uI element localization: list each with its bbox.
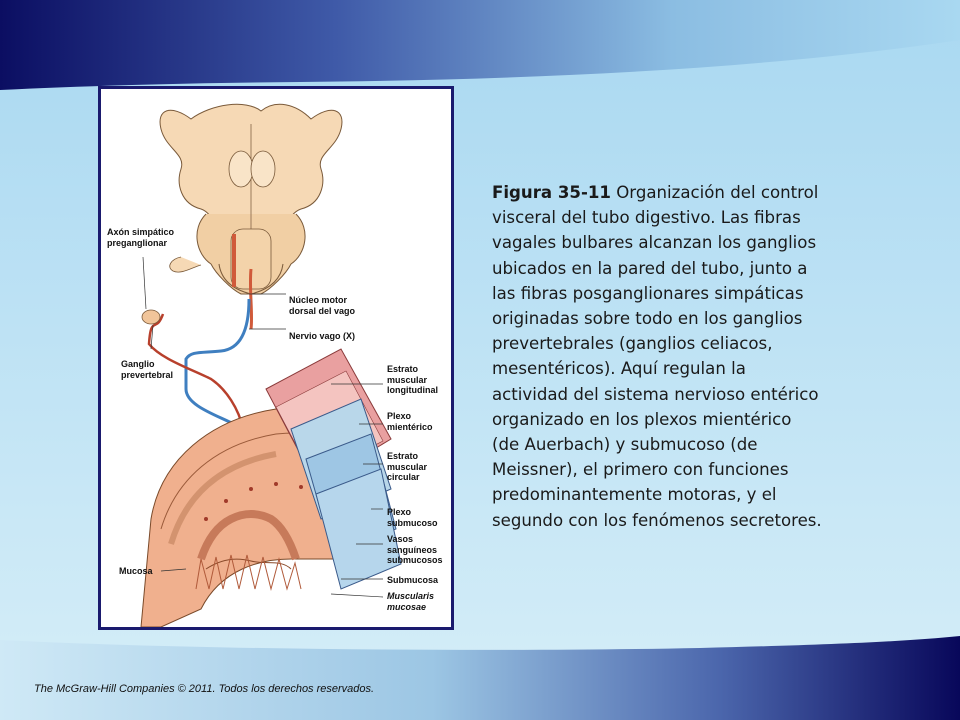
caption-line: prevertebrales (ganglios celiacos, [492, 331, 912, 356]
caption-line: organizado en los plexos mientérico [492, 407, 912, 432]
caption-line: visceral del tubo digestivo. Las fibras [492, 205, 912, 230]
figure-caption: Figura 35-11 Organización del control vi… [492, 180, 912, 533]
caption-line: segundo con los fenómenos secretores. [492, 508, 912, 533]
label-submucous-plexus: Plexo submucoso [387, 507, 438, 528]
caption-line: Meissner), el primero con funciones [492, 457, 912, 482]
label-vagus: Nervio vago (X) [289, 331, 355, 342]
caption-line: mesentéricos). Aquí regulan la [492, 356, 912, 381]
caption-line: ubicados en la pared del tubo, junto a [492, 256, 912, 281]
caption-line: (de Auerbach) y submucoso (de [492, 432, 912, 457]
label-submucosa: Submucosa [387, 575, 438, 586]
gut-wall-illustration [141, 349, 401, 627]
label-nucleus: Núcleo motor dorsal del vago [289, 295, 355, 316]
label-myenteric: Plexo mientérico [387, 411, 433, 432]
label-mucosa: Mucosa [119, 566, 153, 577]
caption-line: actividad del sistema nervioso entérico [492, 382, 912, 407]
label-long-muscle: Estrato muscular longitudinal [387, 364, 438, 396]
label-ganglion: Ganglio prevertebral [121, 359, 173, 380]
caption-line: predominantemente motoras, y el [492, 482, 912, 507]
label-vessels: Vasos sanguíneos submucosos [387, 534, 443, 566]
figure-panel: Axón simpático preganglionar Ganglio pre… [98, 86, 454, 630]
figure-number: Figura 35-11 [492, 183, 611, 202]
label-circ-muscle: Estrato muscular circular [387, 451, 427, 483]
copyright-footer: The McGraw-Hill Companies © 2011. Todos … [34, 683, 374, 695]
label-axon: Axón simpático preganglionar [107, 227, 174, 248]
caption-line: las fibras posganglionares simpáticas [492, 281, 912, 306]
caption-line: originadas sobre todo en los ganglios [492, 306, 912, 331]
label-muscularis: Muscularis mucosae [387, 591, 434, 612]
prevertebral-ganglion [142, 310, 160, 324]
caption-line: vagales bulbares alcanzan los ganglios [492, 230, 912, 255]
caption-line: Organización del control [611, 183, 818, 202]
